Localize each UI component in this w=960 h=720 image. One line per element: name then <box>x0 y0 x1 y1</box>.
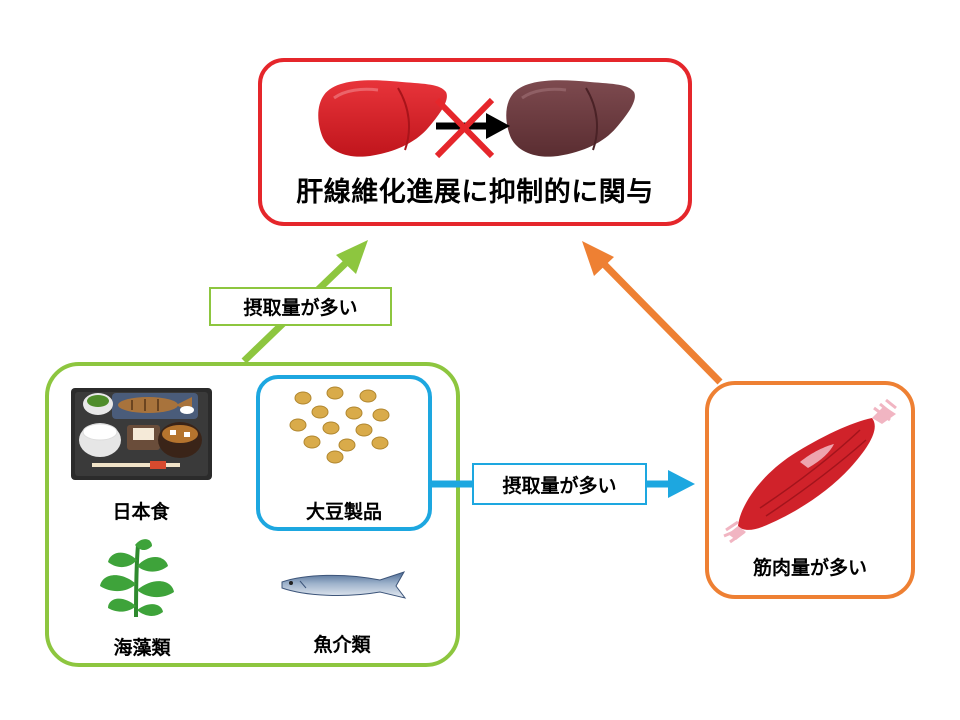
washoku-label: 日本食 <box>112 501 170 523</box>
seaweed-label: 海藻類 <box>113 637 171 659</box>
fibrotic-liver-icon <box>506 80 635 157</box>
intake-label-blue: 摂取量が多い <box>472 463 647 505</box>
saury-fish-icon <box>281 571 407 599</box>
blue-arrow <box>432 470 695 498</box>
orange-arrow <box>582 241 723 385</box>
seaweed-icon <box>100 539 174 618</box>
muscle-label: 筋肉量が多い <box>752 557 867 579</box>
muscle-icon <box>723 398 897 544</box>
main-effect-text: 肝線維化進展に抑制的に関与 <box>296 177 654 208</box>
japanese-meal-icon <box>71 388 212 480</box>
healthy-liver-icon <box>318 80 447 157</box>
blocked-arrow-icon <box>434 97 510 159</box>
soybeans-icon <box>289 386 390 464</box>
intake-label-green: 摂取量が多い <box>209 287 392 326</box>
soy-label: 大豆製品 <box>305 501 382 523</box>
soy-products-box <box>256 375 432 531</box>
seafood-label: 魚介類 <box>313 634 371 656</box>
